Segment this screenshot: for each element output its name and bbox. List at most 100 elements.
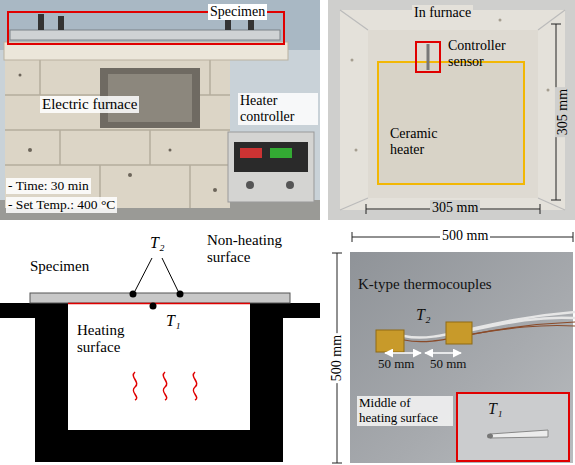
thermocouple-points <box>150 303 157 310</box>
dimension-label: 500 mm <box>329 333 345 383</box>
dimension-lines <box>332 463 342 464</box>
controller-display <box>240 148 262 158</box>
condition-note: - Time: 30 min <box>6 178 91 194</box>
part-label: Heating surface <box>75 322 145 357</box>
wall-edges <box>340 10 368 30</box>
brick-wall <box>5 58 230 208</box>
dimension-lines <box>332 232 573 463</box>
brick-spots <box>19 74 218 193</box>
part-label: Specimen <box>208 4 267 20</box>
photo-ground <box>0 0 320 220</box>
dimension-lines <box>573 232 574 242</box>
part-label: Non-heating surface <box>205 232 301 267</box>
plate-photo <box>332 232 575 463</box>
dimension-label: 305 mm <box>430 200 480 216</box>
dimension-lines <box>551 200 561 201</box>
controller-display <box>270 148 292 158</box>
interior-photo <box>328 0 575 220</box>
brick-spots <box>169 149 172 152</box>
sensor-label: T₂ <box>414 306 432 324</box>
specimen-plate <box>30 293 290 303</box>
spacing-arrows <box>425 352 461 354</box>
ceramic-heater-outline <box>378 62 524 184</box>
dimension-label: 50 mm <box>376 357 416 372</box>
dimension-label: 500 mm <box>440 228 490 244</box>
dimension-lines <box>366 204 367 214</box>
furnace-walls <box>340 10 565 210</box>
brick-joints <box>5 129 230 131</box>
spacing-arrows <box>385 352 461 354</box>
dimension-label: 50 mm <box>428 357 468 372</box>
part-label: Ceramic heater <box>388 126 452 158</box>
brick-joints <box>5 58 230 208</box>
controller-knob <box>246 181 254 189</box>
wall-spots <box>351 59 354 62</box>
sensor-highlight <box>416 42 440 72</box>
tape-patch <box>446 322 472 344</box>
inset-caption: Middle of heating surface <box>357 396 453 426</box>
wall-spots <box>499 19 502 22</box>
controller-panel <box>234 142 308 172</box>
inset-photo <box>456 392 570 462</box>
brick-joints <box>149 130 151 165</box>
leader-lines <box>162 258 178 291</box>
brick-joints <box>59 130 61 165</box>
wall-edges <box>538 198 565 210</box>
steel-plate <box>350 252 573 463</box>
panel-label: In furnace <box>412 5 473 21</box>
dimension-lines <box>352 232 353 242</box>
tape-patch <box>376 330 404 352</box>
inset-frame: T₁ <box>456 392 570 462</box>
brick-spots <box>128 173 132 177</box>
heat-symbols <box>133 372 196 400</box>
heat-symbols <box>133 372 136 400</box>
thermocouple-points <box>177 291 184 298</box>
setup-schematic <box>0 258 320 462</box>
thermocouple-wires <box>472 318 575 330</box>
thermocouple-wires <box>404 322 575 342</box>
heat-symbols <box>193 372 196 400</box>
brick-spots <box>28 148 32 152</box>
thermocouple-points <box>130 291 184 310</box>
photo-ground <box>328 0 575 220</box>
part-label: Heater controller <box>238 93 318 125</box>
sensor-rod <box>427 44 430 70</box>
thermocouple-wires <box>472 325 575 334</box>
thermocouple-clips <box>38 14 44 30</box>
furnace-photo <box>0 0 320 220</box>
dimension-lines <box>540 204 541 214</box>
heating-surface-line <box>68 303 250 305</box>
furnace-body <box>0 303 320 462</box>
probe <box>490 430 548 438</box>
sensor-label: T₁ <box>488 400 564 418</box>
specimen-plate <box>10 30 280 40</box>
thermocouple-points <box>130 291 137 298</box>
part-label: Controller sensor <box>446 38 522 70</box>
sensor-label: T₁ <box>164 312 182 330</box>
dimension-lines <box>332 253 342 254</box>
dimension-lines <box>551 24 561 25</box>
brick-spots <box>19 74 22 77</box>
controller-knob <box>286 181 294 189</box>
wall-edges <box>340 10 565 210</box>
part-label: Specimen <box>28 258 91 275</box>
wall-spots <box>355 149 358 152</box>
sensor-label: T₂ <box>148 234 166 252</box>
brick-joints <box>39 58 41 95</box>
brick-joints <box>189 165 191 208</box>
spacing-arrows <box>385 352 421 354</box>
dimension-label: 305 mm <box>555 87 571 137</box>
heat-symbols <box>163 372 166 400</box>
probe-tip <box>487 434 493 439</box>
part-label: Electric furnace <box>40 96 139 113</box>
dimension-lines <box>366 24 561 214</box>
part-label: K-type thermocouples <box>356 276 494 293</box>
leader-lines <box>135 258 152 291</box>
condition-note: - Set Temp.: 400 °C <box>6 197 117 213</box>
brick-joints <box>209 58 211 95</box>
leader-lines <box>135 258 178 291</box>
wall-edges <box>538 10 565 30</box>
wall-edges <box>340 198 368 210</box>
thermocouple-clips <box>58 16 64 30</box>
